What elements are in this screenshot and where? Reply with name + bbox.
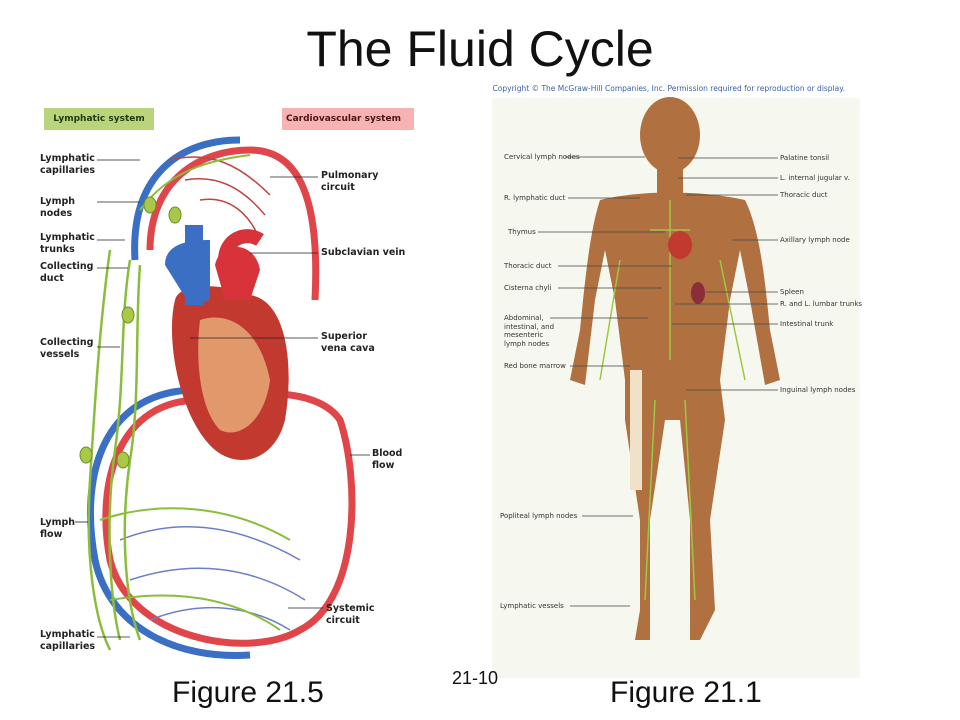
label-r-lymphatic-duct: R. lymphatic duct (504, 194, 566, 202)
label-collecting-vessels: Collecting vessels (40, 337, 94, 360)
label-systemic-circuit: Systemic circuit (326, 603, 375, 626)
label-palatine-tonsil: Palatine tonsil (780, 154, 830, 162)
body-silhouette (570, 97, 780, 640)
label-lumbar-trunks: R. and L. lumbar trunks (780, 300, 863, 308)
lymph-nodes (79, 196, 182, 469)
page-title: The Fluid Cycle (306, 21, 654, 77)
label-lymphatic-capillaries-bottom: Lymphatic capillaries (40, 629, 96, 652)
label-thymus: Thymus (508, 228, 536, 236)
systemic-circuit-loop (87, 386, 356, 660)
leader-lines (75, 159, 370, 638)
label-pulmonary-circuit: Pulmonary circuit (321, 170, 379, 193)
body-leader-lines (538, 156, 778, 607)
label-red-bone-marrow: Red bone marrow (504, 362, 566, 370)
label-popliteal-lymph-nodes: Popliteal lymph nodes (500, 512, 578, 520)
label-intestinal-trunk: Intestinal trunk (780, 320, 834, 328)
label-collecting-duct: Collecting duct (40, 261, 94, 284)
body-lymph-vessels (599, 200, 746, 601)
label-blood-flow: Blood flow (372, 448, 403, 471)
label-spleen: Spleen (780, 288, 804, 296)
label-axillary-lymph-node: Axillary lymph node (780, 236, 850, 244)
label-superior-vena-cava: Superior vena cava (321, 331, 375, 354)
legend-cardiovascular-system: Cardiovascular system (282, 108, 414, 130)
figure-caption-right: Figure 21.1 (610, 676, 762, 709)
label-cervical-lymph-nodes: Cervical lymph nodes (504, 153, 580, 161)
label-lymph-flow: Lymph flow (40, 517, 76, 540)
label-thoracic-duct-left: Thoracic duct (504, 262, 552, 270)
label-lymphatic-vessels: Lymphatic vessels (500, 602, 564, 610)
label-subclavian-vein: Subclavian vein (321, 247, 406, 258)
label-lymphatic-capillaries-top: Lymphatic capillaries (40, 153, 96, 176)
label-abdominal-lymph-nodes: Abdominal, intestinal, and mesenteric ly… (504, 314, 555, 348)
label-internal-jugular: L. internal jugular v. (780, 174, 850, 182)
legend-lymphatic-system: Lymphatic system (44, 108, 154, 130)
label-inguinal-lymph-nodes: Inguinal lymph nodes (780, 386, 856, 394)
page-number: 21-10 (452, 668, 499, 688)
label-cisterna-chyli: Cisterna chyli (504, 284, 552, 292)
label-thoracic-duct-right: Thoracic duct (780, 191, 828, 199)
label-lymph-nodes: Lymph nodes (40, 196, 76, 219)
label-lymphatic-trunks: Lymphatic trunks (40, 232, 95, 255)
copyright-notice: Copyright © The McGraw-Hill Companies, I… (492, 84, 845, 93)
heart-illustration (165, 225, 289, 460)
figure-caption-left: Figure 21.5 (172, 676, 324, 709)
body-organs (630, 231, 705, 490)
